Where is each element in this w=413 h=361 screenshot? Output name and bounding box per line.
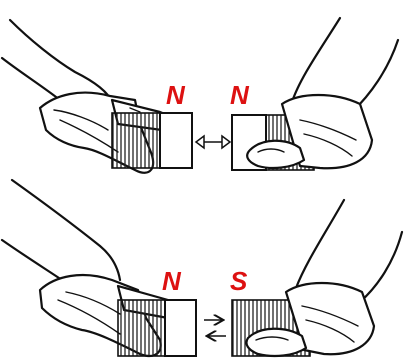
top-left-magnet <box>111 112 193 169</box>
bottom-panel: N S <box>0 178 404 358</box>
bottom-right-pole-label: S <box>230 266 248 296</box>
bottom-right-hand <box>245 198 404 358</box>
top-right-hand <box>246 16 400 170</box>
repel-arrow <box>194 134 232 150</box>
bottom-left-pole-label: N <box>162 266 182 296</box>
bottom-left-magnet <box>117 299 197 357</box>
top-left-pole-label: N <box>166 80 186 110</box>
top-panel: N N <box>0 16 400 174</box>
top-right-pole-label: N <box>230 80 250 110</box>
attract-arrows <box>204 320 226 336</box>
